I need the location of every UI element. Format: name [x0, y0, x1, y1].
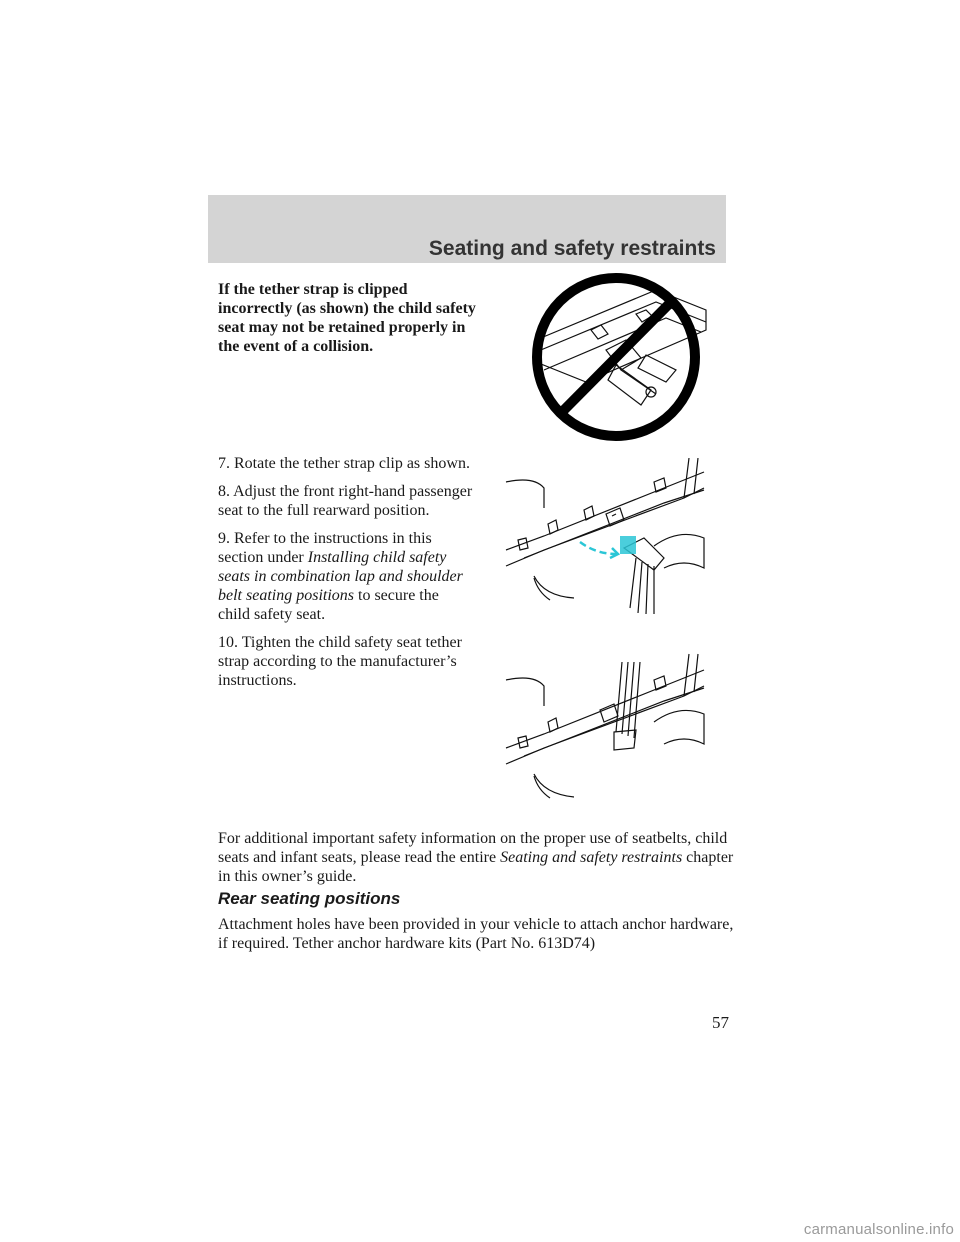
- additional-info-suffix: chapter in this owner’s guide.: [218, 849, 734, 885]
- additional-info-paragraph: For additional important safety informat…: [218, 829, 738, 886]
- tether-strap-tightened-icon: [615, 661, 641, 739]
- step-8: 8. Adjust the front right-hand passenger…: [218, 483, 473, 519]
- step-9-suffix: to secure the child safety seat.: [218, 587, 439, 623]
- section-title: Seating and safety restraints: [428, 237, 716, 260]
- section-header: Seating and safety restraints: [208, 195, 726, 263]
- additional-info-reference: Seating and safety restraints: [500, 849, 683, 866]
- prohibited-circle-icon: [532, 273, 700, 441]
- rear-seating-paragraph: Attachment holes have been provided in y…: [218, 916, 734, 952]
- warning-text: If the tether strap is clipped incorrect…: [218, 281, 476, 355]
- footer-watermark[interactable]: carmanualsonline.info: [803, 1221, 954, 1238]
- rear-seating-heading: Rear seating positions: [218, 889, 401, 908]
- step-9: 9. Refer to the instructions in this sec…: [218, 529, 473, 624]
- step-7: 7. Rotate the tether strap clip as shown…: [218, 455, 470, 472]
- page-number: 57: [712, 1013, 729, 1032]
- step-9-prefix: 9. Refer to the instructions in this sec…: [218, 530, 432, 566]
- incorrect-clip-illustration: [532, 273, 707, 441]
- rotate-arrow-icon: [579, 540, 617, 556]
- additional-info-prefix: For additional important safety informat…: [218, 830, 728, 866]
- step-10: 10. Tighten the child safety seat tether…: [218, 634, 462, 689]
- instruction-steps: 7. Rotate the tether strap clip as shown…: [218, 454, 473, 699]
- rotate-clip-illustration: [505, 458, 705, 615]
- tightened-strap-illustration: [505, 653, 705, 799]
- step-9-reference: Installing child safety seats in combina…: [218, 549, 463, 604]
